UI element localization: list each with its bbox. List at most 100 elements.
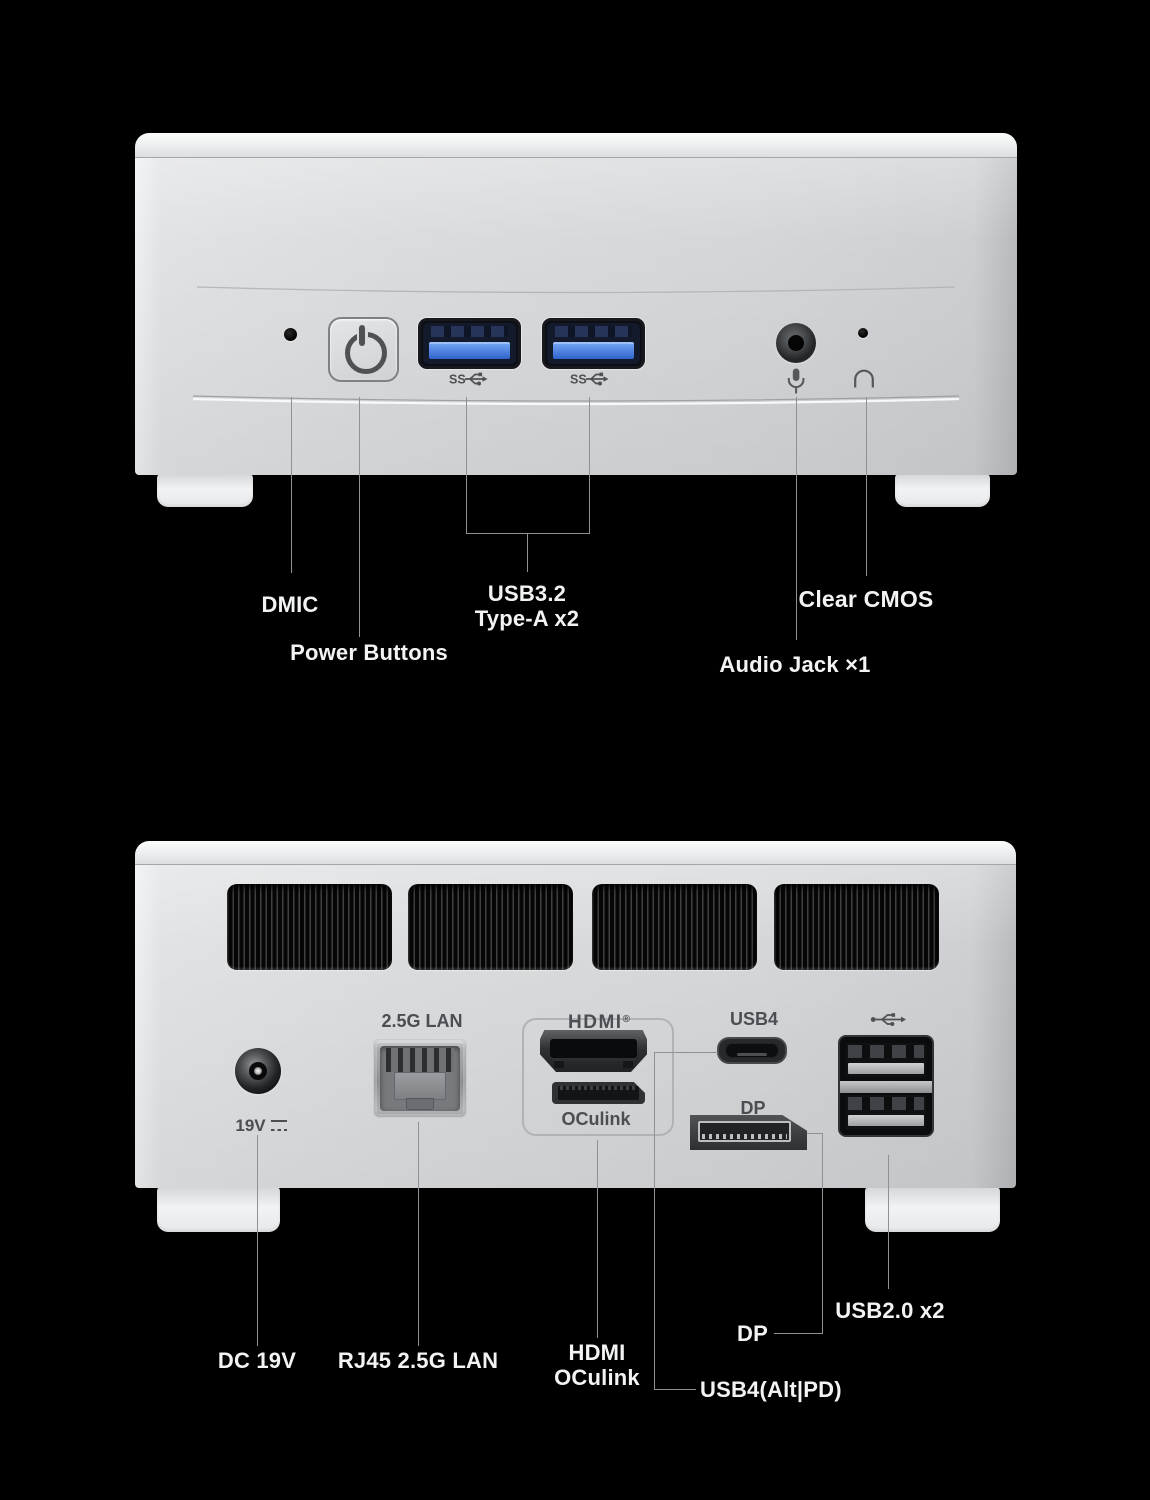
headphone-icon [854, 369, 874, 388]
callout-usb4-altpd: USB4(Alt|PD) [700, 1377, 842, 1402]
device-label-19v-text: 19V [235, 1116, 266, 1135]
usb2-divider [840, 1081, 932, 1093]
leader-dmic [291, 397, 292, 573]
usb3-tongue [553, 342, 634, 359]
hdmi-foot-right [623, 1061, 633, 1068]
usb3-cavity [423, 323, 516, 364]
callout-audio-jack: Audio Jack ×1 [719, 652, 871, 677]
usb2-tongue [848, 1115, 924, 1126]
rj45-clip-tab [394, 1072, 446, 1100]
hdmi-slot [550, 1039, 637, 1061]
device-label-19v: 19V [201, 1116, 321, 1136]
callout-usb32-line1: USB3.2 [487, 581, 567, 606]
callout-dp: DP [737, 1321, 768, 1346]
vent-grille-3 [592, 884, 757, 970]
oculink-teeth [560, 1086, 637, 1090]
front-top-lid [135, 133, 1017, 158]
device-label-hdmi: HDMI® [519, 1010, 679, 1033]
usb2-pins [848, 1097, 924, 1110]
usb2-tongue [848, 1063, 924, 1074]
rear-foot-right [865, 1187, 1000, 1232]
leader-dp-vertical [822, 1133, 823, 1334]
dp-slot [698, 1121, 791, 1142]
leader-usb4-to-label [654, 1389, 696, 1390]
callout-power-buttons: Power Buttons [290, 640, 448, 665]
displayport-port[interactable] [690, 1115, 807, 1150]
rear-view-device: 19V 2.5G LAN HDMI® OCulink USB4 [135, 841, 1016, 1232]
usb2-port-bottom [846, 1095, 926, 1129]
front-panel-contours [192, 286, 960, 406]
leader-dp-horizontal [807, 1133, 823, 1134]
vent-grille-4 [774, 884, 939, 970]
usb2-port-top [846, 1043, 926, 1077]
callout-usb32: USB3.2 Type-A x2 [407, 581, 647, 631]
usb3-tongue [429, 342, 510, 359]
leader-cmos [866, 397, 867, 576]
leader-power [359, 397, 360, 637]
rj45-lan-port[interactable] [373, 1039, 467, 1118]
leader-usb-bracket [466, 533, 590, 534]
leader-usb-left [466, 397, 467, 534]
svg-text:SS: SS [449, 373, 466, 387]
leader-usb4-vertical [654, 1052, 655, 1390]
hdmi-registered-mark: ® [622, 1014, 630, 1025]
leader-usb2 [888, 1155, 889, 1289]
rear-top-lid [135, 841, 1016, 865]
usb3-pins [555, 326, 632, 337]
device-label-lan: 2.5G LAN [381, 1011, 463, 1031]
leader-usb-right [589, 397, 590, 534]
callout-hdmi-line1: HDMI [568, 1340, 626, 1365]
leader-dp-to-label [774, 1333, 823, 1334]
usb2-pins [848, 1045, 924, 1058]
rj45-clip-latch [406, 1098, 434, 1110]
usb4-type-c-port[interactable] [717, 1037, 787, 1064]
leader-lan [418, 1122, 419, 1346]
usb3-port-2[interactable] [542, 318, 645, 369]
microphone-icon [787, 368, 805, 394]
leader-hdmi-oculink [597, 1140, 598, 1338]
audio-jack-hole [788, 335, 804, 351]
clear-cmos-hole[interactable] [858, 328, 868, 338]
usbc-slot [725, 1043, 779, 1058]
dc-symbol-icon [270, 1120, 287, 1131]
usbc-tongue [737, 1053, 767, 1056]
callout-usb2: USB2.0 x2 [835, 1298, 945, 1323]
callout-clear-cmos: Clear CMOS [798, 586, 934, 612]
leader-usb4-horizontal [654, 1052, 718, 1053]
front-foot-left [157, 474, 253, 507]
hdmi-port[interactable] [540, 1030, 647, 1072]
callout-hdmi-oculink: HDMI OCulink [497, 1340, 697, 1390]
leader-audio [796, 397, 797, 640]
superspeed-usb-icon: SS [570, 373, 609, 387]
callout-dc-19v: DC 19V [217, 1348, 297, 1373]
usb2-dual-port[interactable] [838, 1035, 934, 1137]
dc-power-jack[interactable] [235, 1048, 281, 1094]
power-icon-stem [359, 325, 365, 346]
usb3-port-1[interactable] [418, 318, 521, 369]
dc-jack-pin [254, 1067, 262, 1075]
power-button[interactable] [328, 317, 399, 382]
callout-rj45-lan: RJ45 2.5G LAN [337, 1348, 499, 1373]
svg-text:SS: SS [570, 373, 587, 387]
hdmi-foot-left [554, 1061, 564, 1068]
superspeed-usb-icon: SS [449, 373, 488, 387]
usb3-cavity [547, 323, 640, 364]
leader-usb-stem [527, 534, 528, 572]
device-label-dp: DP [740, 1098, 766, 1118]
dmic-hole [284, 328, 297, 341]
vent-grille-2 [408, 884, 573, 970]
callout-usb32-line2: Type-A x2 [474, 606, 580, 631]
oculink-port[interactable] [552, 1082, 645, 1104]
rear-foot-left [157, 1187, 280, 1232]
oculink-slot [558, 1086, 639, 1100]
usb-trident-icon [870, 1013, 906, 1026]
callout-dmic: DMIC [261, 592, 319, 617]
dp-teeth [702, 1134, 787, 1139]
leader-dc [257, 1135, 258, 1346]
device-label-usb4: USB4 [729, 1009, 778, 1029]
callout-hdmi-line2: OCulink [554, 1365, 640, 1390]
front-foot-right [895, 474, 990, 507]
device-label-oculink: OCulink [561, 1109, 631, 1129]
audio-jack-port[interactable] [776, 323, 816, 363]
